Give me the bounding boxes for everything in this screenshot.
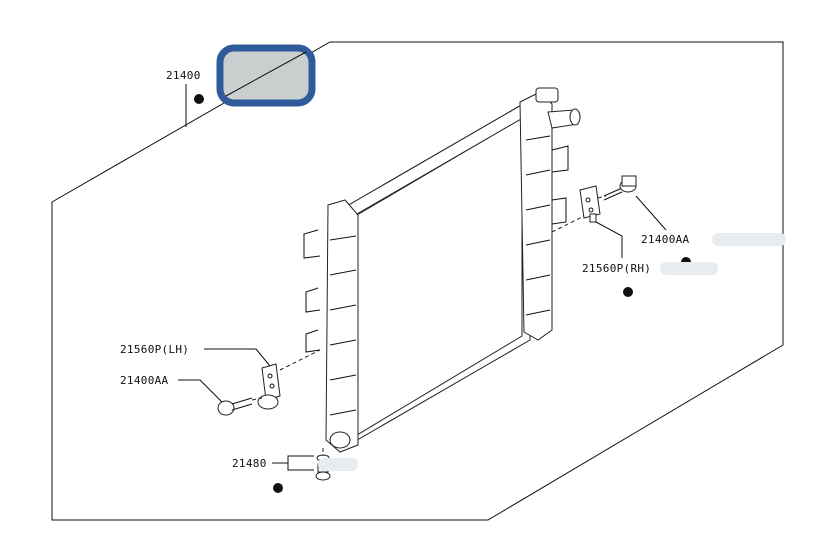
diagram-frame — [51, 41, 784, 521]
dash-rh-bracket — [551, 215, 585, 233]
bullet-21400 — [194, 94, 204, 104]
leader-lh-screw — [178, 379, 223, 403]
lh-screw[interactable] — [217, 397, 253, 416]
leader-21480-a — [272, 455, 314, 464]
dash-rh-screw — [597, 195, 607, 199]
dash-lh-screw — [251, 397, 263, 401]
rh-bracket[interactable] — [579, 185, 601, 223]
rh-screw[interactable] — [603, 175, 637, 201]
blur-drain — [318, 458, 358, 471]
label-21400AA-lh[interactable]: 21400AA — [120, 374, 169, 387]
label-21400AA-rh[interactable]: 21400AA — [641, 233, 690, 246]
bullet-21480 — [273, 483, 283, 493]
leader-lh-bracket — [204, 348, 271, 367]
label-21480[interactable]: 21480 — [232, 457, 267, 470]
label-21400[interactable]: 21400 — [166, 69, 201, 82]
blur-rh-screw — [712, 233, 786, 246]
blur-rh-bracket — [660, 262, 718, 275]
lh-bracket[interactable] — [257, 363, 281, 410]
highlight-frame-line — [225, 51, 307, 97]
bullet-rh-bracket — [623, 287, 633, 297]
dash-lh-bracket — [279, 349, 321, 371]
leader-rh-screw — [635, 195, 667, 231]
leader-21480-b — [287, 463, 314, 471]
leader-rh-bracket — [595, 221, 623, 258]
radiator-core[interactable] — [303, 87, 581, 453]
label-21560P-LH[interactable]: 21560P(LH) — [120, 343, 189, 356]
label-21560P-RH[interactable]: 21560P(RH) — [582, 262, 651, 275]
